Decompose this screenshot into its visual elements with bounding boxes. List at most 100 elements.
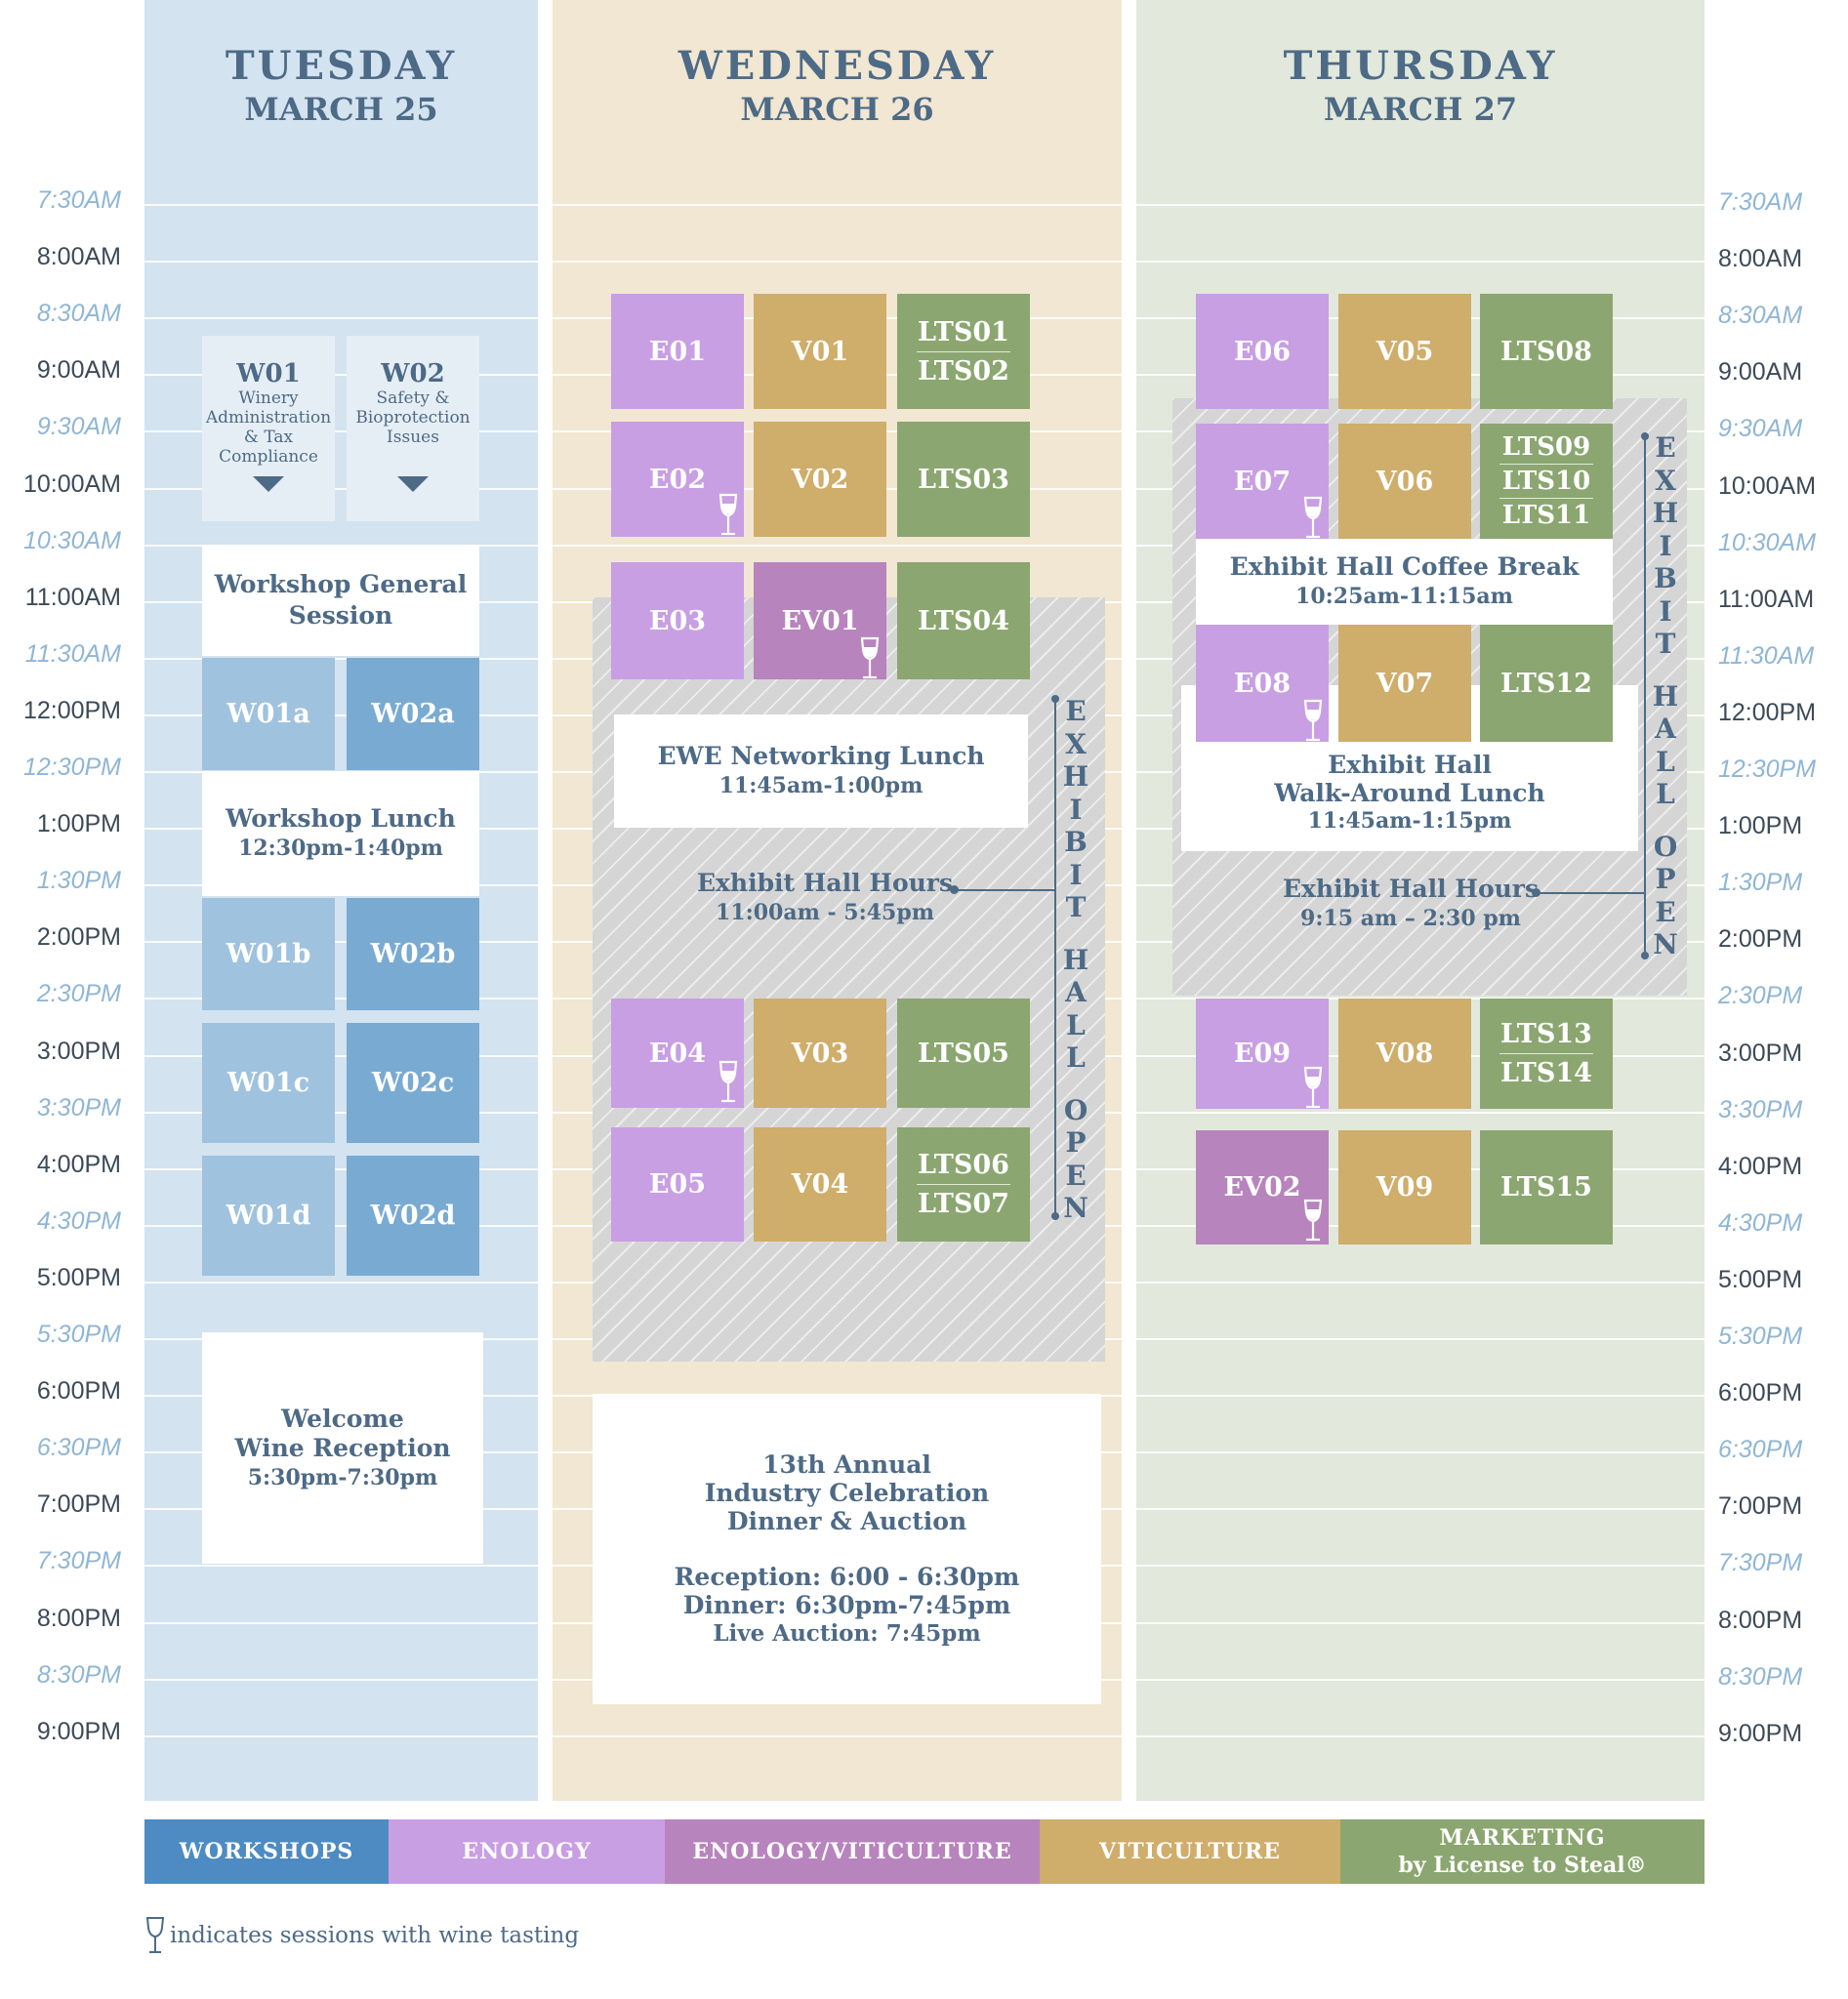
session-e04[interactable]: E04 <box>611 999 744 1108</box>
time-label: 8:00AM <box>1718 245 1803 272</box>
gridline <box>144 1735 538 1737</box>
vertical-letter: L <box>1656 778 1675 810</box>
session-e05[interactable]: E05 <box>611 1127 744 1242</box>
gridline <box>144 317 538 319</box>
gridline <box>1136 261 1704 263</box>
time-label: 5:00PM <box>1718 1266 1803 1293</box>
arrow-down-icon <box>253 476 284 492</box>
session-w02a[interactable]: W02a <box>347 658 479 770</box>
gridline <box>144 1282 538 1284</box>
session-v08[interactable]: V08 <box>1338 999 1471 1109</box>
gridline <box>144 714 538 716</box>
vertical-letter: I <box>1659 594 1672 628</box>
session-w01c[interactable]: W01c <box>202 1023 335 1143</box>
time-label: 8:00PM <box>1718 1607 1803 1634</box>
session-e09[interactable]: E09 <box>1196 999 1329 1109</box>
time-label: 10:30AM <box>22 527 121 554</box>
session-e02[interactable]: E02 <box>611 422 744 537</box>
time-label: 9:00AM <box>36 356 121 384</box>
time-label: 11:30AM <box>1718 642 1815 670</box>
session-e01[interactable]: E01 <box>611 294 744 409</box>
session-lts01-lts02[interactable]: LTS01 LTS02 <box>897 294 1030 409</box>
vertical-letter: I <box>1069 793 1083 826</box>
session-v09[interactable]: V09 <box>1338 1130 1471 1244</box>
time-label: 4:00PM <box>36 1151 121 1178</box>
time-label: 2:00PM <box>1718 925 1803 953</box>
event-time: 9:15 am – 2:30 pm <box>1300 906 1521 931</box>
ewe-networking-lunch[interactable]: EWE Networking Lunch 11:45am-1:00pm <box>614 714 1028 828</box>
connector-dot <box>1532 888 1540 897</box>
session-v02[interactable]: V02 <box>754 422 886 537</box>
wine-glass-icon <box>1302 699 1324 744</box>
session-lts05[interactable]: LTS05 <box>897 999 1030 1108</box>
session-code: W02 <box>381 359 445 388</box>
time-label: 8:30PM <box>1718 1663 1803 1691</box>
session-v04[interactable]: V04 <box>754 1127 886 1242</box>
session-lts03[interactable]: LTS03 <box>897 422 1030 537</box>
exhibit-hall-coffee-break[interactable]: Exhibit Hall Coffee Break 10:25am-11:15a… <box>1196 539 1613 625</box>
session-w01d[interactable]: W01d <box>202 1156 335 1276</box>
session-lts04[interactable]: LTS04 <box>897 562 1030 679</box>
workshop-general-session[interactable]: Workshop General Session <box>202 545 479 656</box>
gridline <box>144 658 538 660</box>
session-w02[interactable]: W02 Safety & Bioprotection Issues <box>347 336 479 521</box>
vertical-letter: L <box>1066 1008 1086 1041</box>
session-desc: Administration <box>205 408 332 428</box>
vertical-letter: P <box>1655 863 1676 895</box>
gridline <box>553 1735 1122 1737</box>
vertical-letter: T <box>1655 628 1676 660</box>
session-w02c[interactable]: W02c <box>347 1023 479 1143</box>
session-v01[interactable]: V01 <box>754 294 886 409</box>
day-name: WEDNESDAY <box>678 43 997 89</box>
gridline <box>144 1168 538 1170</box>
event-title: 13th Annual <box>762 1450 931 1479</box>
session-ev01[interactable]: EV01 <box>754 562 886 679</box>
session-v03[interactable]: V03 <box>754 999 886 1108</box>
time-label: 5:30PM <box>36 1321 121 1348</box>
wine-glass-icon <box>718 493 739 538</box>
session-w02d[interactable]: W02d <box>347 1156 479 1276</box>
event-time: 12:30pm-1:40pm <box>238 836 443 861</box>
session-e03[interactable]: E03 <box>611 562 744 679</box>
session-w02b[interactable]: W02b <box>347 898 479 1010</box>
session-w01b[interactable]: W01b <box>202 898 335 1010</box>
time-label: 10:30AM <box>1718 529 1817 556</box>
time-label: 6:00PM <box>36 1377 121 1405</box>
time-label: 7:30AM <box>1718 188 1803 216</box>
session-lts15[interactable]: LTS15 <box>1480 1130 1613 1244</box>
gridline <box>1136 1565 1704 1567</box>
session-desc: Bioprotection <box>355 408 471 428</box>
gridline <box>1136 1622 1704 1624</box>
wine-glass-icon <box>1302 1199 1324 1244</box>
session-w01[interactable]: W01 Winery Administration & Tax Complian… <box>202 336 335 521</box>
gridline <box>1136 1679 1704 1681</box>
session-e08[interactable]: E08 <box>1196 625 1329 742</box>
session-code: LTS10 <box>1501 467 1591 496</box>
session-lts06-lts07[interactable]: LTS06 LTS07 <box>897 1127 1030 1242</box>
session-desc: Safety & <box>376 388 450 408</box>
time-label: 2:30PM <box>36 980 121 1007</box>
session-v06[interactable]: V06 <box>1338 424 1471 539</box>
time-label: 11:00AM <box>1718 586 1815 613</box>
session-lts08[interactable]: LTS08 <box>1480 294 1613 409</box>
session-v05[interactable]: V05 <box>1338 294 1471 409</box>
gridline <box>553 204 1122 206</box>
session-lts12[interactable]: LTS12 <box>1480 625 1613 742</box>
session-lts09-lts11[interactable]: LTS09 LTS10 LTS11 <box>1480 424 1613 539</box>
session-e06[interactable]: E06 <box>1196 294 1329 409</box>
event-time: 11:00am - 5:45pm <box>715 900 935 925</box>
welcome-wine-reception[interactable]: Welcome Wine Reception 5:30pm-7:30pm <box>202 1332 483 1564</box>
session-v07[interactable]: V07 <box>1338 625 1471 742</box>
time-label: 3:00PM <box>36 1038 121 1065</box>
gridline <box>1136 1735 1704 1737</box>
event-time: Live Auction: 7:45pm <box>713 1620 981 1647</box>
session-ev02[interactable]: EV02 <box>1196 1130 1329 1244</box>
industry-celebration-dinner[interactable]: 13th Annual Industry Celebration Dinner … <box>593 1394 1101 1704</box>
session-lts13-lts14[interactable]: LTS13 LTS14 <box>1480 999 1613 1109</box>
vertical-letter: A <box>1065 976 1087 1008</box>
vertical-letter: E <box>1655 431 1676 464</box>
workshop-lunch[interactable]: Workshop Lunch 12:30pm-1:40pm <box>202 771 479 896</box>
session-w01a[interactable]: W01a <box>202 658 335 770</box>
session-e07[interactable]: E07 <box>1196 424 1329 539</box>
bracket-dot-top <box>1641 432 1649 440</box>
